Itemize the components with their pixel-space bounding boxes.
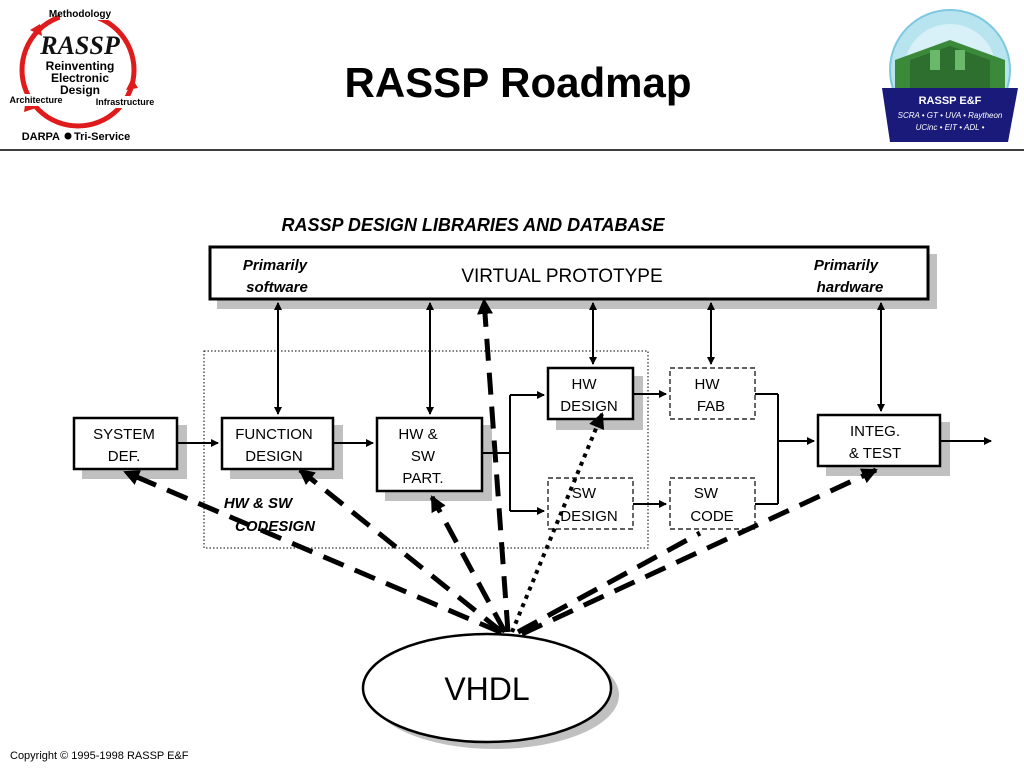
vp-right-note-2: hardware [817,279,884,296]
sw-code-line-1: SW [694,485,719,502]
logo-arrow-icon [126,78,138,90]
logo-name: RASSP [39,31,121,60]
vhdl-label: VHDL [444,671,529,707]
copyright-footer: Copyright © 1995-1998 RASSP E&F [10,750,189,762]
vhdl-link-function-design [298,468,504,634]
vp-left-note-2: software [246,279,308,296]
vhdl-ellipse: VHDL [361,632,619,749]
hw-sw-part-box: HW & SW PART. [375,416,492,501]
ef-logo-name: RASSP E&F [919,95,982,107]
libraries-title: RASSP DESIGN LIBRARIES AND DATABASE [281,215,665,235]
logo-line-1: Reinventing [46,59,115,73]
vhdl-link-virtual-prototype [477,298,511,633]
hw-fab-box: HW FAB [669,367,756,420]
logo-line-2: Electronic [51,71,109,85]
logo-sponsor-darpa: DARPA [22,131,60,143]
rassp-ef-logo: RASSP E&F SCRA • GT • UVA • Raytheon UCi… [882,9,1018,142]
codesign-label-2: CODESIGN [235,518,316,535]
integ-test-line-2: & TEST [849,445,901,462]
sw-design-line-2: DESIGN [560,508,618,525]
vp-label: VIRTUAL PROTOTYPE [461,266,662,287]
vhdl-link-sw-code [516,530,702,635]
sw-code-line-2: CODE [690,508,733,525]
logo-line-3: Design [60,83,100,97]
function-design-box: FUNCTION DESIGN [220,416,343,479]
ef-logo-members-2: UCinc • EIT • ADL • [916,123,985,132]
hw-sw-part-line-1: HW & [398,426,437,443]
hw-design-line-1: HW [572,376,598,393]
rassp-logo: Methodology RASSP Reinventing Electronic… [4,8,160,143]
logo-infrastructure-label: Infrastructure [96,97,155,107]
vp-left-note-1: Primarily [243,257,308,274]
flow-connectors [177,302,992,515]
system-def-line-1: SYSTEM [93,426,155,443]
hw-design-line-2: DESIGN [560,398,618,415]
logo-sponsor-triservice: Tri-Service [74,131,130,143]
sw-code-box: SW CODE [669,477,756,530]
integ-test-box: INTEG. & TEST [816,413,950,476]
vp-right-note-1: Primarily [814,257,879,274]
hw-fab-line-1: HW [695,376,721,393]
sw-design-box: SW DESIGN [547,477,634,530]
integ-test-line-1: INTEG. [850,423,900,440]
function-design-line-2: DESIGN [245,448,303,465]
hw-fab-line-2: FAB [697,398,725,415]
vhdl-link-partition [429,495,508,634]
vhdl-link-hw-design [510,412,605,633]
logo-methodology-label: Methodology [49,9,112,20]
virtual-prototype-bar: Primarily software VIRTUAL PROTOTYPE Pri… [208,245,937,309]
function-design-line-1: FUNCTION [235,426,313,443]
hw-sw-part-line-2: SW [411,448,436,465]
ef-logo-members-1: SCRA • GT • UVA • Raytheon [898,111,1003,120]
hw-design-box: HW DESIGN [546,366,643,430]
hw-sw-part-line-3: PART. [402,470,443,487]
codesign-label-1: HW & SW [224,495,294,512]
logo-architecture-label: Architecture [9,95,62,105]
vhdl-links [123,298,878,637]
system-def-line-2: DEF. [108,448,141,465]
vhdl-link-integ-test [520,467,878,637]
system-def-box: SYSTEM DEF. [72,416,187,479]
sw-design-line-1: SW [572,485,597,502]
page-title: RASSP Roadmap [345,59,692,106]
logo-arrow-icon [30,24,42,36]
